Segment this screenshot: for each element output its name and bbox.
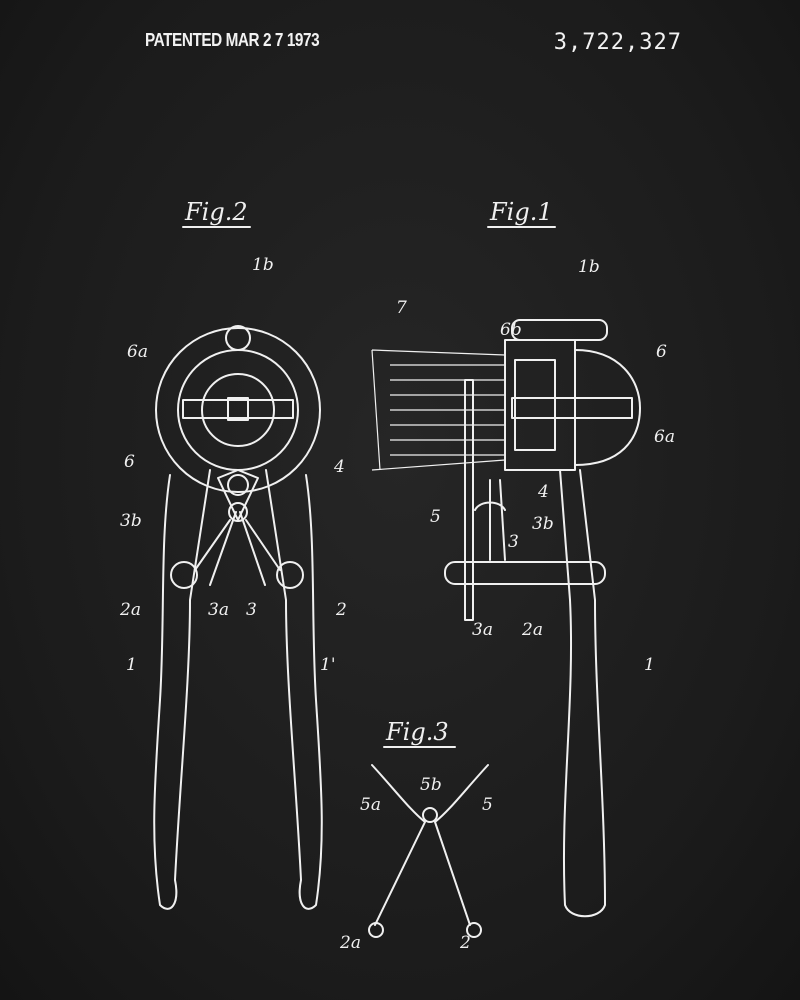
fig2-label: 1b (252, 255, 274, 275)
fig1-label: 5 (430, 507, 441, 527)
fig1-label: 7 (396, 298, 407, 318)
fig3-label: 2a (339, 933, 361, 953)
fig1-title: Fig.1 (489, 198, 553, 226)
fig2-label: 3a (208, 600, 229, 620)
fig1-label: 6b (500, 320, 522, 340)
fig2-label: 6 (124, 452, 135, 472)
fig2-label: 2 (335, 600, 347, 620)
fig1-label: 3a (472, 620, 493, 640)
fig2-label: 2a (119, 600, 141, 620)
figure-2: Fig.2 1b 6a 6 4 3b 2a 3a 3 2 1 1' (119, 198, 347, 910)
fig1-label: 6 (656, 342, 667, 362)
fig2-label: 3b (120, 511, 142, 531)
fig3-label: 5a (360, 795, 381, 815)
fig3-label: 2 (459, 933, 471, 953)
figure-1: Fig.1 7 6b 1b 6 6a 4 5 3b 3 3a 2a 1 (371, 198, 675, 918)
patent-number: 3,722,327 (553, 30, 682, 55)
fig2-label: 4 (333, 457, 345, 477)
fig3-title: Fig.3 (385, 718, 449, 746)
fig2-label: 3 (246, 600, 257, 620)
fig1-label: 4 (537, 482, 549, 502)
fig3-label: 5b (420, 775, 442, 795)
patent-date: PATENTED MAR 2 7 1973 (145, 30, 320, 50)
fig1-label: 1b (578, 257, 600, 277)
fig1-label: 3 (508, 532, 519, 552)
fig1-label: 2a (521, 620, 543, 640)
fig1-label: 3b (532, 514, 554, 534)
fig1-label: 1 (644, 655, 655, 675)
fig2-label: 1 (126, 655, 137, 675)
fig3-label: 5 (482, 795, 493, 815)
fig1-label: 6a (654, 427, 675, 447)
fig2-label: 6a (127, 342, 148, 362)
fig2-label: 1' (320, 655, 336, 675)
fig2-title: Fig.2 (184, 198, 248, 226)
figure-3: Fig.3 5b 5a 5 2a 2 (339, 718, 493, 953)
